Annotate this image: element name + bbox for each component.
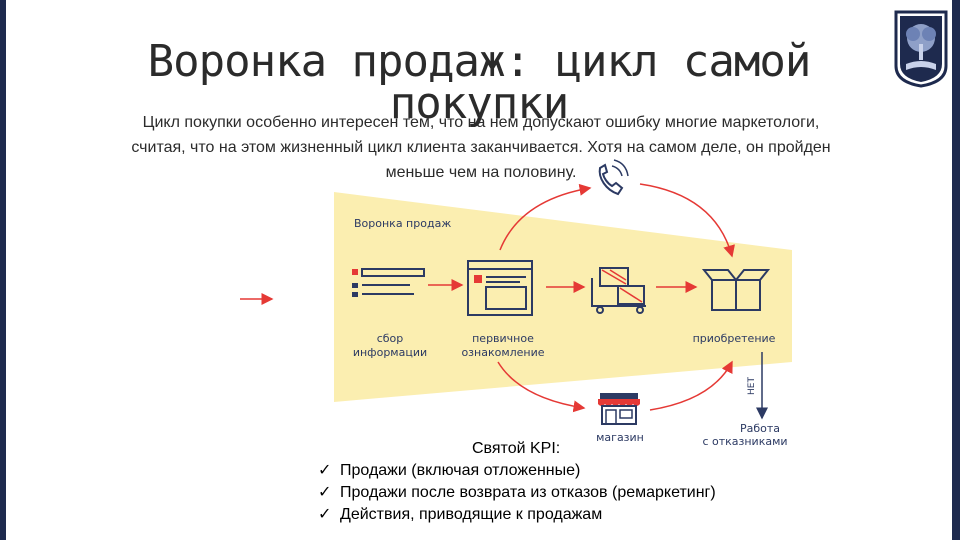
arrow-first-to-store [497,361,586,413]
title-line-2: покупки [389,78,569,129]
stage-collect-line2: информации [353,346,427,359]
stage-first-line2: ознакомление [461,346,544,359]
check-icon: ✓ [318,506,332,523]
page-title: Воронка продаж: цикл самой покупки [6,30,952,136]
intro-line-2: считая, что на этом жизненный цикл клиен… [131,139,831,156]
store-icon [598,393,640,425]
cart-icon [591,267,646,314]
stage-collect-line1: сбор [377,332,404,345]
arrow-first-to-phone [499,183,592,251]
funnel-shape [334,192,792,402]
stage-first-line1: первичное [472,332,534,345]
browser-window-icon [467,260,533,316]
intro-line-1: Цикл покупки особенно интересен тем, что… [142,114,820,131]
slide: Воронка продаж [6,0,952,540]
intro-text: Цикл покупки особенно интересен тем, что… [56,110,906,185]
sales-funnel-diagram: Воронка продаж [240,159,792,448]
check-icon: ✓ [318,484,332,501]
kpi-item-text: Действия, приводящие к продажам [340,506,603,523]
no-label: НЕТ [747,377,757,395]
check-icon: ✓ [318,462,332,479]
list-icon [352,268,425,297]
arrow-store-to-purchase [649,360,733,411]
kpi-item: ✓ Продажи (включая отложенные) [318,460,716,482]
kpi-list: ✓ Продажи (включая отложенные) ✓ Продажи п… [318,460,716,526]
kpi-title: Святой KPI: [472,440,561,457]
funnel-label: Воронка продаж [354,217,451,230]
box-icon [701,269,771,311]
title-line-1: Воронка продаж: цикл самой [147,36,812,87]
phone-icon [598,159,629,196]
university-logo [894,10,948,88]
kpi-item: ✓ Продажи после возврата из отказов (рема… [318,482,716,504]
arrow-phone-to-purchase [639,183,735,258]
refusers-line2: с отказниками [702,435,787,448]
stage-store: магазин [596,431,644,444]
stage-purchase: приобретение [693,332,776,345]
kpi-item: ✓ Действия, приводящие к продажам [318,504,716,526]
kpi-item-text: Продажи (включая отложенные) [340,462,581,479]
intro-line-3: меньше чем на половину. [385,164,577,181]
right-border [952,0,960,540]
kpi-item-text: Продажи после возврата из отказов (ремар… [340,484,716,501]
refusers-line1: Работа [740,422,780,435]
